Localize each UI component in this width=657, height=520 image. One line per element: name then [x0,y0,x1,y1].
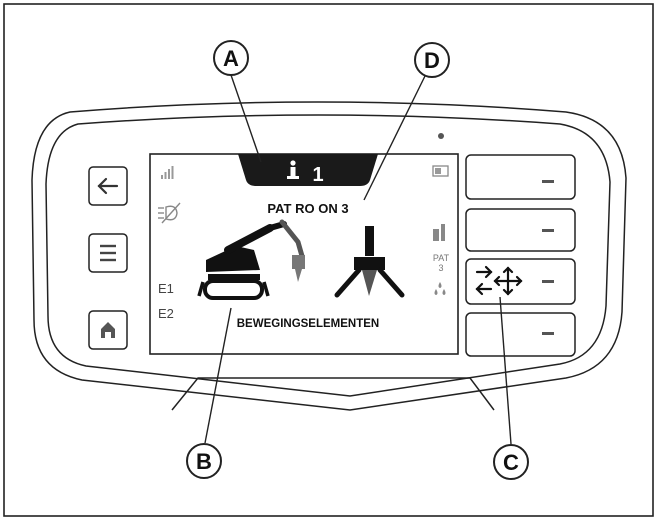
figure-frame [3,3,654,517]
callout-c-label: C [503,450,519,475]
left-button-menu[interactable] [88,233,128,273]
minus-icon [542,229,554,232]
pat-label: PAT [433,253,450,263]
status-led [438,133,444,139]
callout-d-label: D [424,48,440,73]
leader-line-b [204,307,232,444]
right-button-3[interactable] [465,258,576,305]
status-label: BEWEGINGSELEMENTEN [237,318,379,330]
callout-b-label: B [196,449,212,474]
battery-icon [432,165,449,177]
callout-a-label: A [223,46,239,71]
callout-a: A [213,40,249,76]
outrigger-icon [334,226,405,298]
device-housing [31,101,627,411]
demolition-machine-icon [197,219,305,300]
leader-line-c [499,296,512,445]
side-label-e1: E1 [158,281,174,296]
minus-icon [542,332,554,335]
menu-icon [100,244,116,262]
right-button-2[interactable] [465,208,576,252]
hydraulic-drops-icon [434,282,446,295]
pat-number: 3 [438,263,443,273]
arrow-left-icon [97,177,119,195]
left-button-back[interactable] [88,166,128,206]
operator-icon [287,160,299,179]
mode-title: PAT RO ON 3 [267,201,348,216]
callout-c: C [493,444,529,480]
lights-off-icon [158,202,181,224]
right-button-4[interactable] [465,312,576,357]
arrows-move-icon [475,265,523,296]
side-label-e2: E2 [158,306,174,321]
minus-icon [542,180,554,183]
screen-header-bar [238,154,378,186]
left-button-home[interactable] [88,310,128,350]
minus-icon [542,280,554,283]
leader-line-d [363,75,426,201]
header-number: 1 [312,164,323,186]
home-icon [101,322,115,338]
callout-b: B [186,443,222,479]
leader-line-a [230,74,262,163]
right-button-1[interactable] [465,154,576,200]
callout-d: D [414,42,450,78]
signal-strength-icon [161,166,174,179]
pat-outrigger-status-icon [433,224,445,241]
